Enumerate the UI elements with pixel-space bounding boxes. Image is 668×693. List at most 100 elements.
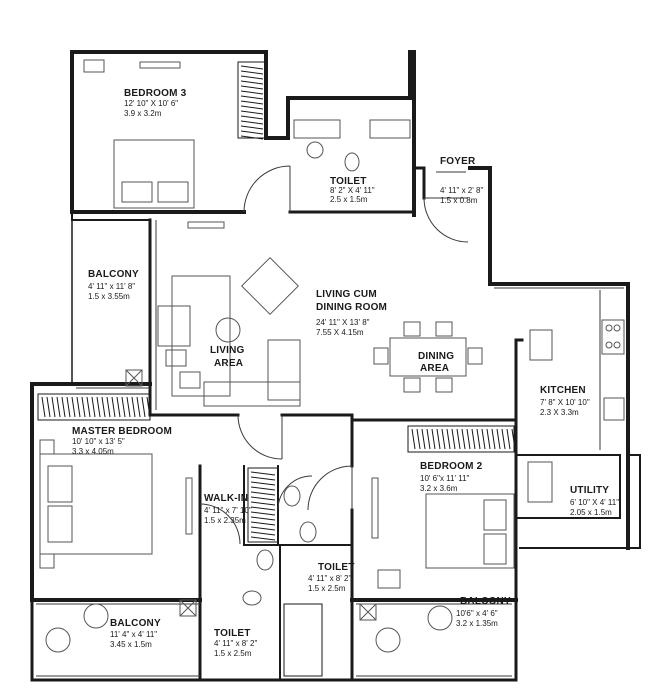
toilet-mid-dim-m: 1.5 x 2.5m xyxy=(308,584,346,593)
bedroom2-name: BEDROOM 2 xyxy=(420,461,483,472)
bedroom2-dim-m: 3.2 x 3.6m xyxy=(420,484,458,493)
balcony-master-dim-m: 3.45 x 1.5m xyxy=(110,640,152,649)
hatch-line xyxy=(131,396,136,418)
hatch-line xyxy=(136,396,141,418)
kitchen-dim-m: 2.3 X 3.3m xyxy=(540,408,579,417)
hatch-line xyxy=(416,428,421,450)
hatch-line xyxy=(456,428,461,450)
balcony-bed2-dim-ft: 10'6" x 4' 6" xyxy=(456,609,498,618)
balcony-bed2-name: BALCONY xyxy=(460,596,511,607)
hatch-line xyxy=(240,135,264,140)
balcony-bed2-dim-m: 3.2 x 1.35m xyxy=(456,619,498,628)
walk-in-name: WALK-IN xyxy=(204,493,248,504)
hatch-line xyxy=(511,428,516,450)
hatch-line xyxy=(240,70,264,75)
hatch-line xyxy=(436,428,441,450)
hatch-line xyxy=(46,396,51,418)
toilet-bottom-name: TOILET xyxy=(214,628,251,639)
hatch-line xyxy=(240,85,264,90)
hatch-line xyxy=(101,396,106,418)
hatch-line xyxy=(240,90,264,95)
hatch-line xyxy=(240,95,264,100)
hatch-line xyxy=(240,105,264,110)
hatch-line xyxy=(111,396,116,418)
living-dining-name-1: LIVING CUM xyxy=(316,289,377,300)
hatch-line xyxy=(56,396,61,418)
hatch-line xyxy=(141,396,146,418)
living-dining-dim-ft: 24' 11" X 13' 8" xyxy=(316,318,370,327)
hatch-line xyxy=(506,428,511,450)
balcony-left-name: BALCONY xyxy=(88,269,139,280)
hatch-line xyxy=(421,428,426,450)
living-area-2: AREA xyxy=(214,358,243,369)
hatch-line xyxy=(250,506,276,511)
doors xyxy=(199,165,469,545)
hatch-line xyxy=(76,396,81,418)
hatch-line xyxy=(451,428,456,450)
toilet-top-dim-m: 2.5 x 1.5m xyxy=(330,195,368,204)
hatch-line xyxy=(250,496,276,501)
hatch-line xyxy=(121,396,126,418)
master-bedroom-dim-ft: 10' 10" x 13' 5" xyxy=(72,437,125,446)
bedroom3-dim-ft: 12' 10" X 10' 6" xyxy=(124,99,178,108)
hatch-line xyxy=(476,428,481,450)
master-bedroom-dim-m: 3.3 x 4.05m xyxy=(72,447,114,456)
hatch-line xyxy=(51,396,56,418)
hatch-line xyxy=(146,396,151,418)
utility-dim-ft: 6' 10" X 4' 11" xyxy=(570,498,619,507)
foyer-name: FOYER xyxy=(440,156,476,167)
hatch-line xyxy=(240,75,264,80)
hatch-line xyxy=(481,428,486,450)
hatch-line xyxy=(250,476,276,481)
hatch-line xyxy=(250,486,276,491)
room-labels: BEDROOM 3 12' 10" X 10' 6" 3.9 x 3.2m TO… xyxy=(72,88,619,658)
bedroom3-name: BEDROOM 3 xyxy=(124,88,187,99)
hatch-line xyxy=(426,428,431,450)
hatch-line xyxy=(446,428,451,450)
hatch-line xyxy=(496,428,501,450)
toilet-bottom-dim-m: 1.5 x 2.5m xyxy=(214,649,252,658)
living-area-1: LIVING xyxy=(210,345,245,356)
bedroom3-dim-m: 3.9 x 3.2m xyxy=(124,109,162,118)
hatch-line xyxy=(240,110,264,115)
hatch-line xyxy=(240,80,264,85)
bedroom2-dim-ft: 10' 6"x 11' 11" xyxy=(420,474,470,483)
hatch-line xyxy=(411,428,416,450)
hatch-line xyxy=(96,396,101,418)
kitchen-name: KITCHEN xyxy=(540,385,586,396)
hatch-line xyxy=(91,396,96,418)
hatch-line xyxy=(250,511,276,516)
hatch-line xyxy=(86,396,91,418)
hatch-line xyxy=(240,115,264,120)
hatch-line xyxy=(250,491,276,496)
hatch-line xyxy=(106,396,111,418)
hatch-line xyxy=(240,125,264,130)
hatch-line xyxy=(250,526,276,531)
balcony-master-name: BALCONY xyxy=(110,618,161,629)
hatch-line xyxy=(61,396,66,418)
hatch-line xyxy=(431,428,436,450)
walls xyxy=(30,50,641,682)
hatch-line xyxy=(471,428,476,450)
hatch-line xyxy=(240,100,264,105)
hatch-line xyxy=(240,65,264,70)
hatch-line xyxy=(66,396,71,418)
hatch-line xyxy=(250,521,276,526)
hatch-line xyxy=(81,396,86,418)
hatch-line xyxy=(126,396,131,418)
balcony-left-dim-ft: 4' 11" x 11' 8" xyxy=(88,282,135,291)
hatch-line xyxy=(240,130,264,135)
living-dining-name-2: DINING ROOM xyxy=(316,302,387,313)
kitchen-dim-ft: 7' 8" X 10' 10" xyxy=(540,398,590,407)
utility-name: UTILITY xyxy=(570,485,609,496)
toilet-top-name: TOILET xyxy=(330,176,367,187)
foyer-dim-m: 1.5 x 0.8m xyxy=(440,196,478,205)
inner-lines xyxy=(36,171,624,677)
balcony-left-dim-m: 1.5 x 3.55m xyxy=(88,292,130,301)
hatch-line xyxy=(240,120,264,125)
hatch-line xyxy=(461,428,466,450)
master-bedroom-name: MASTER BEDROOM xyxy=(72,426,172,437)
furniture xyxy=(39,59,625,653)
utility-dim-m: 2.05 x 1.5m xyxy=(570,508,612,517)
dining-area-2: AREA xyxy=(420,363,449,374)
